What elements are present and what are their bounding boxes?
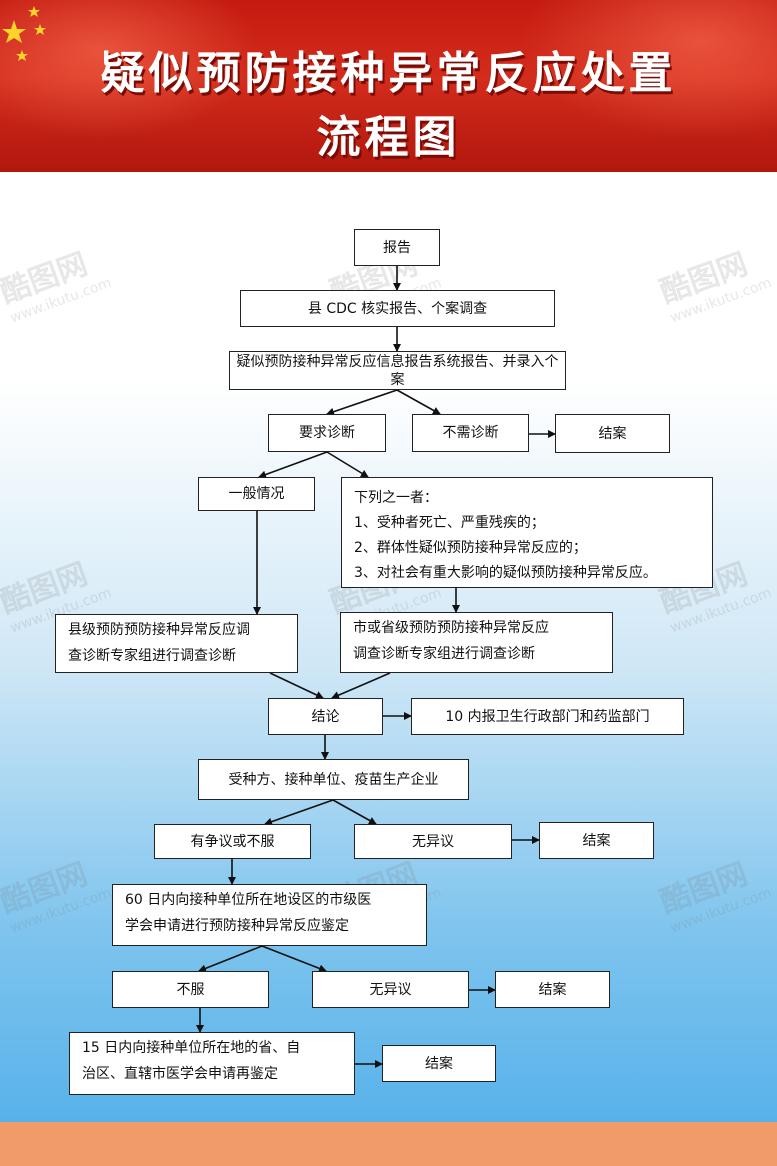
city-expert-line-1: 市或省级预防预防接种异常反应 — [353, 620, 549, 636]
node-close-2: 结案 — [539, 822, 654, 859]
serious-item-1: 1、受种者死亡、严重残疾的； — [354, 515, 545, 531]
page-title: 疑似预防接种异常反应处置 流程图 — [0, 42, 777, 170]
city-expert-line-2: 调查诊断专家组进行调查诊断 — [353, 646, 535, 662]
re-appraisal-line-2: 治区、直辖市医学会申请再鉴定 — [82, 1066, 278, 1082]
title-line-2: 流程图 — [316, 112, 461, 163]
node-system-entry: 疑似预防接种异常反应信息报告系统报告、并录入个案 — [229, 351, 566, 390]
header-banner: 疑似预防接种异常反应处置 流程图 — [0, 0, 777, 172]
node-close-1: 结案 — [555, 414, 670, 453]
serious-item-3: 3、对社会有重大影响的疑似预防接种异常反应。 — [354, 565, 657, 581]
node-report-departments: 10 内报卫生行政部门和药监部门 — [411, 698, 684, 735]
county-expert-line-1: 县级预防预防接种异常反应调 — [68, 622, 250, 638]
appraisal-line-1: 60 日内向接种单位所在地设区的市级医 — [125, 892, 372, 908]
title-line-1: 疑似预防接种异常反应处置 — [100, 48, 677, 99]
node-conclusion: 结论 — [268, 698, 383, 735]
node-close-3: 结案 — [495, 971, 610, 1008]
serious-item-2: 2、群体性疑似预防接种异常反应的； — [354, 540, 587, 556]
node-no-objection-1: 无异议 — [354, 824, 512, 859]
re-appraisal-line-1: 15 日内向接种单位所在地的省、自 — [82, 1040, 301, 1056]
node-dispute: 有争议或不服 — [154, 824, 311, 859]
serious-lead: 下列之一者： — [354, 490, 438, 506]
node-general: 一般情况 — [198, 477, 315, 511]
node-close-4: 结案 — [382, 1045, 496, 1082]
county-expert-line-2: 查诊断专家组进行调查诊断 — [68, 648, 236, 664]
node-county-check: 县 CDC 核实报告、个案调查 — [240, 290, 555, 327]
appraisal-line-2: 学会申请进行预防接种异常反应鉴定 — [125, 918, 349, 934]
node-not-accept: 不服 — [112, 971, 269, 1008]
node-re-appraisal: 15 日内向接种单位所在地的省、自 治区、直辖市医学会申请再鉴定 — [69, 1032, 355, 1095]
node-city-expert: 市或省级预防预防接种异常反应 调查诊断专家组进行调查诊断 — [340, 612, 613, 673]
node-report: 报告 — [354, 229, 440, 266]
node-appraisal: 60 日内向接种单位所在地设区的市级医 学会申请进行预防接种异常反应鉴定 — [112, 884, 427, 946]
node-county-expert: 县级预防预防接种异常反应调 查诊断专家组进行调查诊断 — [55, 614, 298, 673]
node-parties: 受种方、接种单位、疫苗生产企业 — [198, 759, 469, 800]
node-serious-conditions: 下列之一者： 1、受种者死亡、严重残疾的； 2、群体性疑似预防接种异常反应的； … — [341, 477, 713, 588]
node-no-diagnosis: 不需诊断 — [412, 414, 529, 452]
flag-stars-icon — [2, 6, 46, 61]
node-need-diagnosis: 要求诊断 — [268, 414, 386, 452]
node-no-objection-2: 无异议 — [312, 971, 469, 1008]
footer-band — [0, 1122, 777, 1166]
